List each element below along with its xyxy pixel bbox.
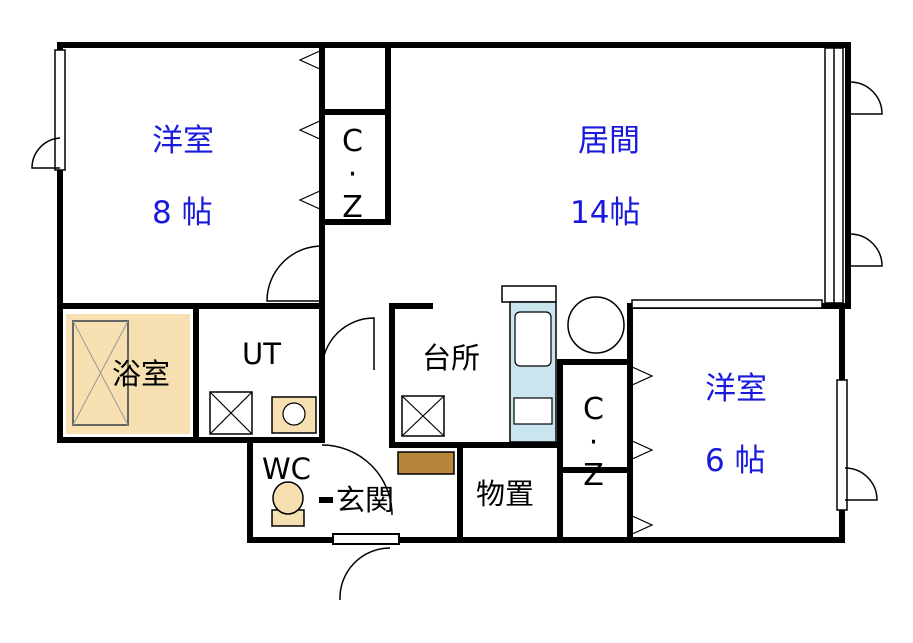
- room-size-living: 14帖: [570, 195, 641, 231]
- room-name-utility: UT: [242, 337, 281, 371]
- room-size-western-8: 8 帖: [152, 195, 213, 231]
- fridge-space-line: [401, 395, 445, 437]
- closet-label-right: C·Z: [576, 392, 611, 491]
- room-name-entrance: 玄関: [336, 483, 395, 517]
- room-name-living: 居間: [578, 123, 640, 159]
- closet-label-left: C·Z: [335, 124, 370, 223]
- range-hood: [501, 285, 557, 303]
- room-name-bath: 浴室: [112, 357, 171, 391]
- room-size-western-6: 6 帖: [705, 443, 766, 479]
- shoe-box: [397, 451, 455, 475]
- washer-pan-line: [209, 391, 253, 435]
- stove: [513, 397, 553, 425]
- bathtub-line: [72, 320, 129, 426]
- room-name-western-8: 洋室: [152, 123, 214, 159]
- room-name-kitchen: 台所: [422, 341, 481, 375]
- room-name-storage: 物置: [476, 477, 535, 511]
- entrance-door: [332, 533, 400, 545]
- room-name-western-6: 洋室: [705, 371, 767, 407]
- room-name-toilet: WC: [262, 452, 311, 486]
- windows: [54, 47, 848, 511]
- kitchen-sink: [514, 311, 552, 367]
- closet-doors: [298, 49, 654, 536]
- toilet-bowl: [272, 481, 304, 515]
- bathtub: [72, 320, 129, 426]
- door-swings: [31, 81, 883, 601]
- wash-basin-bowl: [282, 402, 306, 426]
